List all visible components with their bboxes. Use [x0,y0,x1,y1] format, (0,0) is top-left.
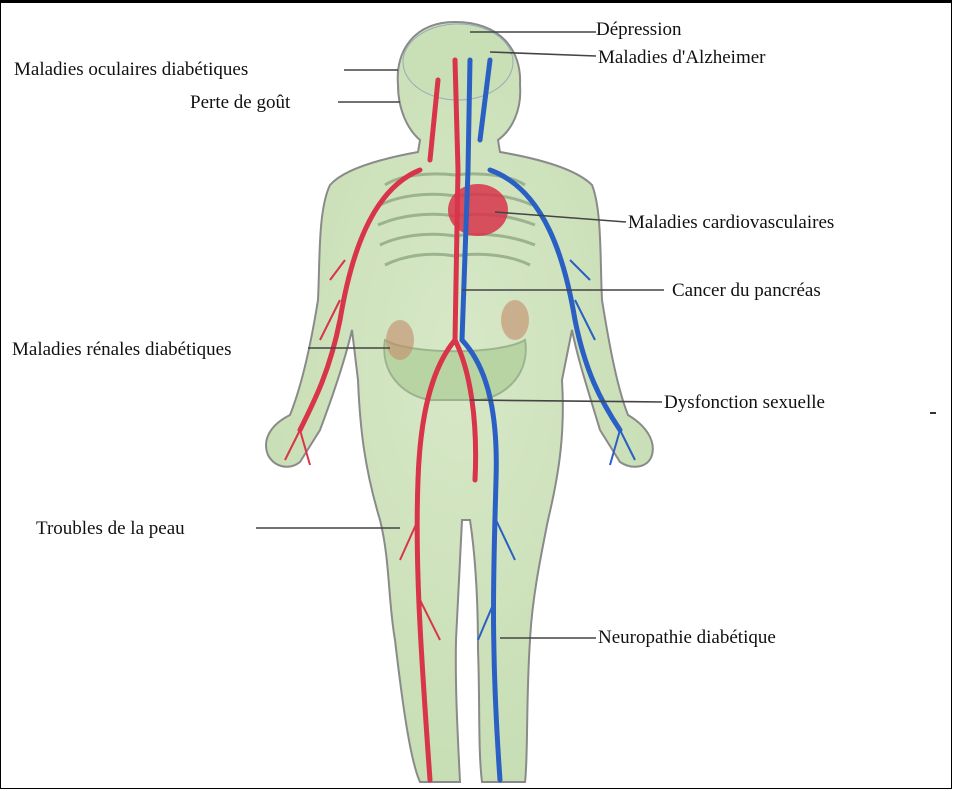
label-neuropathy: Neuropathie diabétique [598,628,776,647]
label-cardio: Maladies cardiovasculaires [628,213,834,232]
label-taste: Perte de goût [190,93,290,112]
label-kidney: Maladies rénales diabétiques [12,340,231,359]
label-depression: Dépression [596,20,681,39]
label-eye: Maladies oculaires diabétiques [14,60,248,79]
label-pancreas: Cancer du pancréas [672,281,821,300]
label-sexual: Dysfonction sexuelle [664,393,825,412]
kidney-right [501,300,529,340]
label-alzheimer: Maladies d'Alzheimer [598,48,766,67]
label-skin: Troubles de la peau [36,519,185,538]
kidney-left [386,320,414,360]
stray-mark [930,412,936,414]
